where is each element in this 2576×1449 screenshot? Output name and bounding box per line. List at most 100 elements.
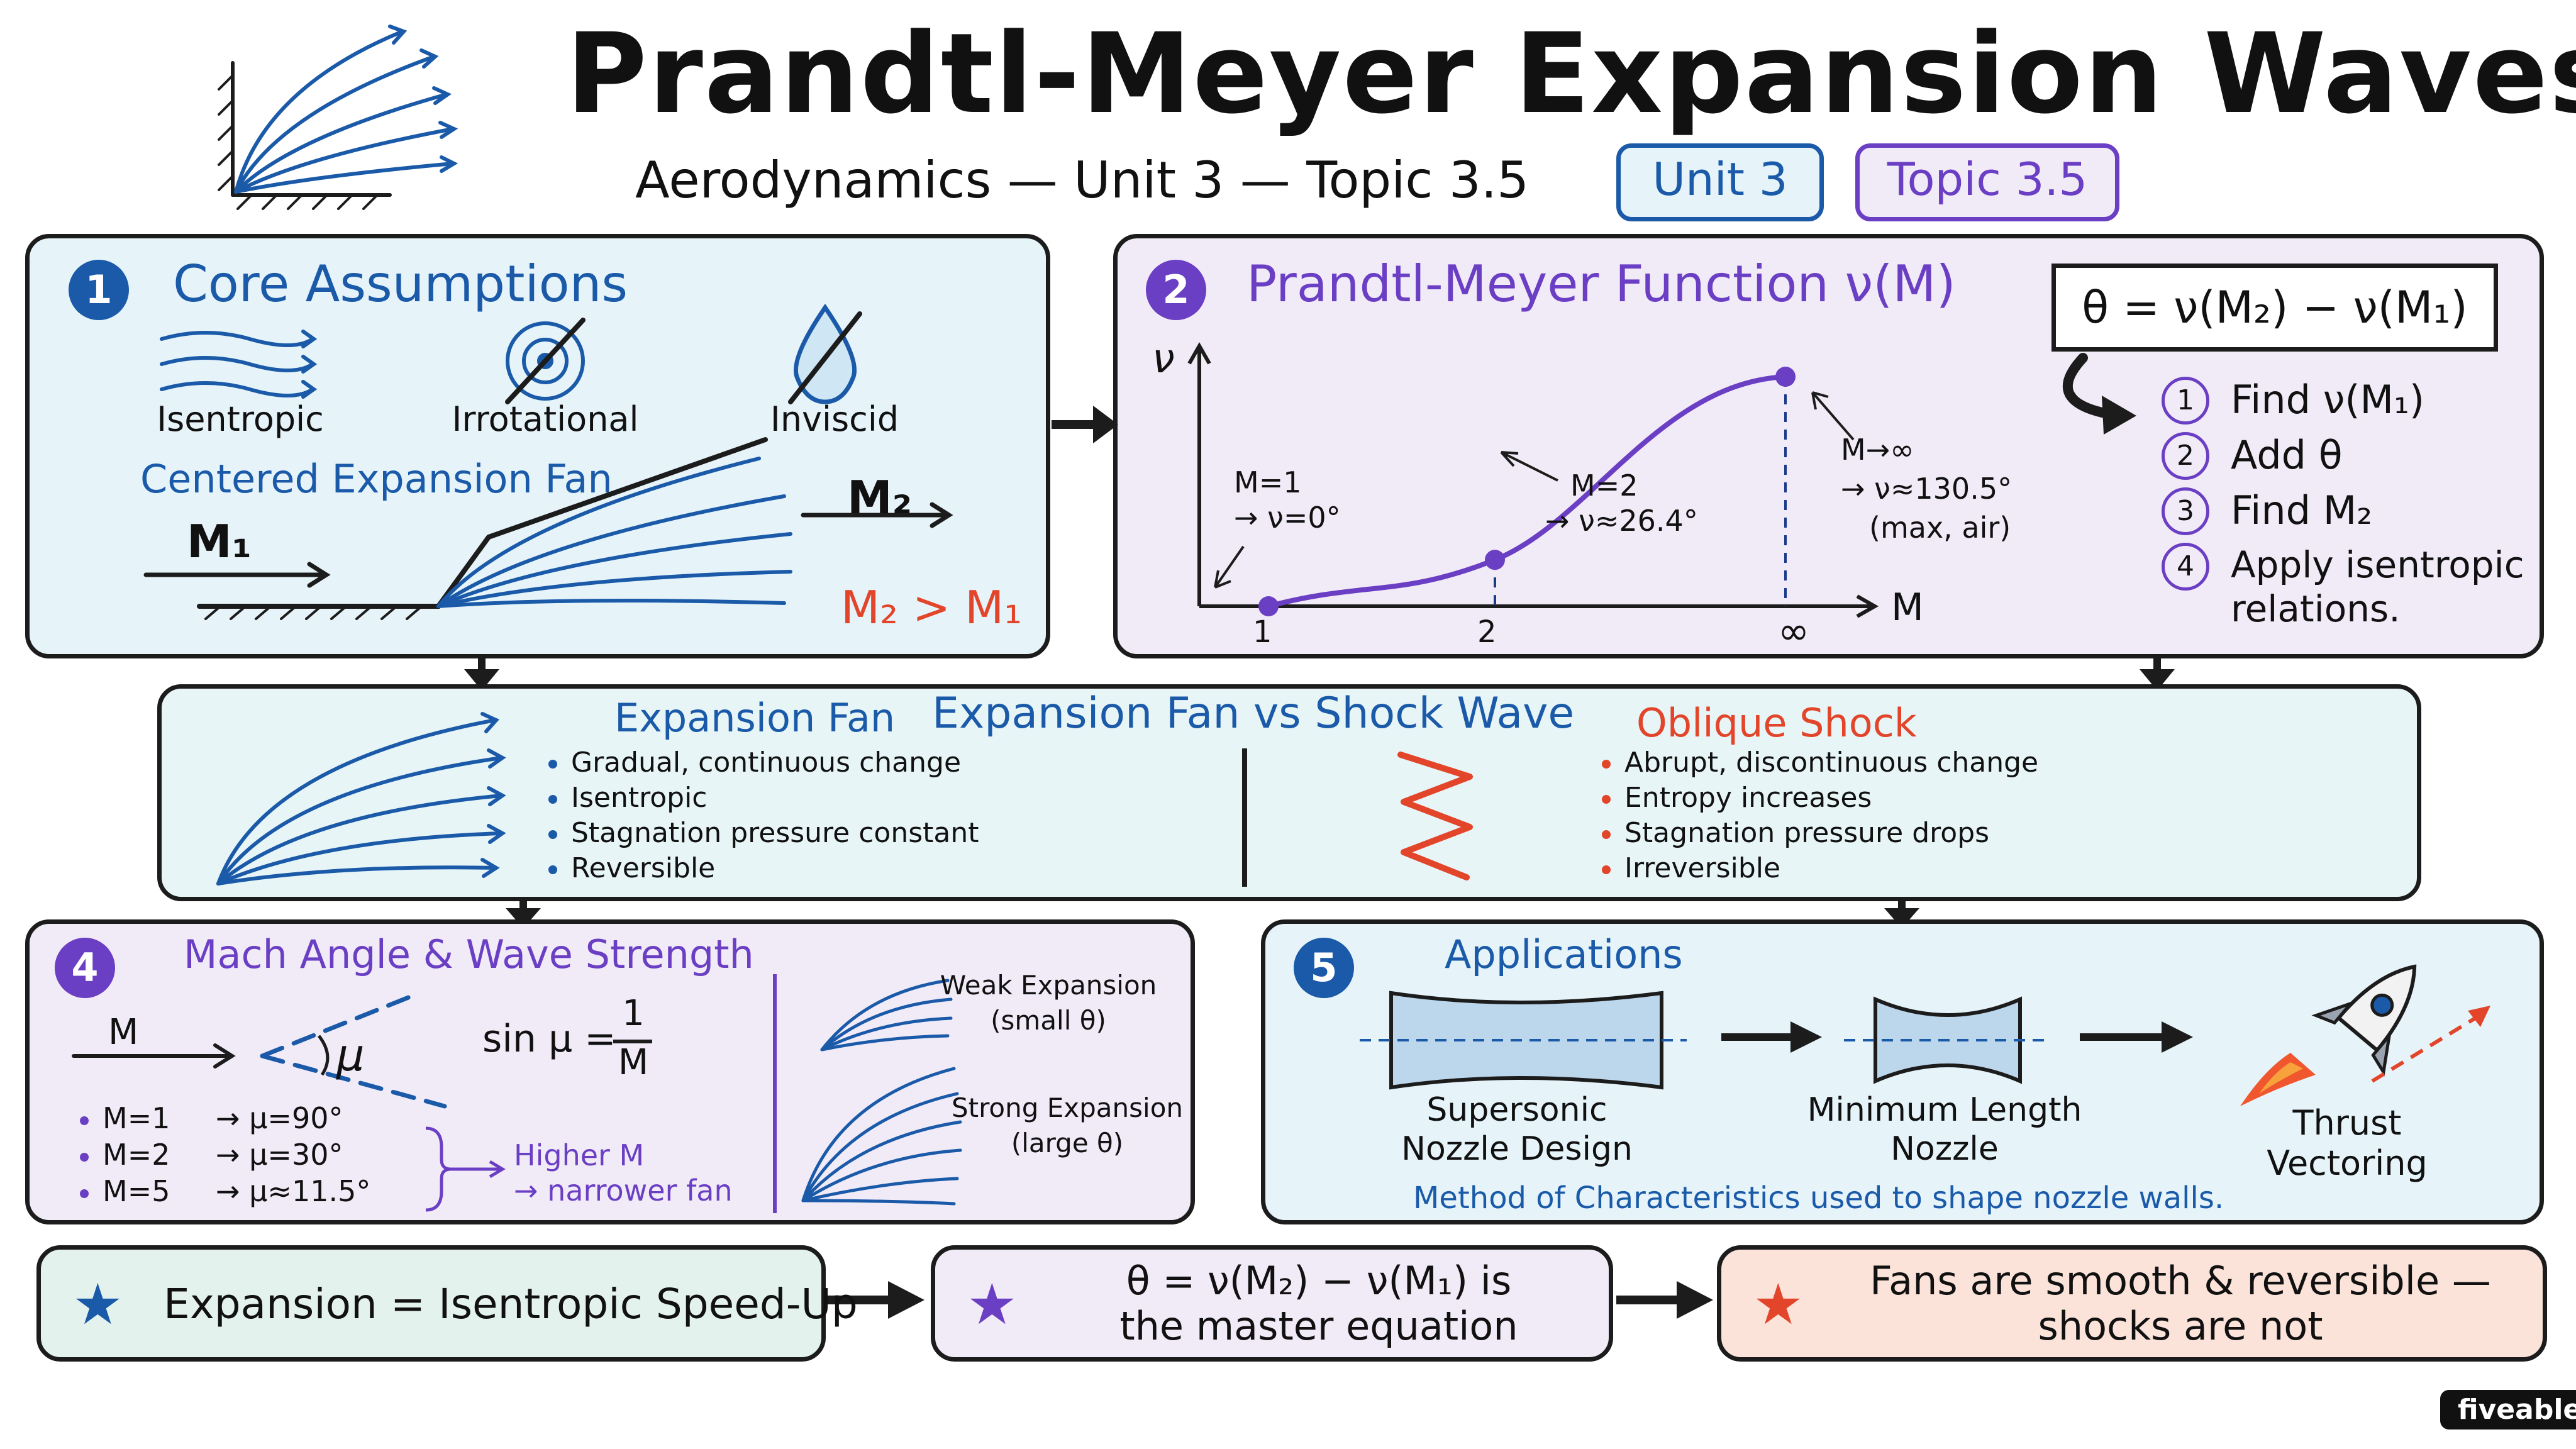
formula-numerator: 1	[622, 993, 645, 1034]
annotation-minf: M→∞→ ν≈130.5°(max, air)	[1841, 433, 2012, 545]
page-subtitle: Aerodynamics — Unit 3 — Topic 3.5	[635, 151, 1530, 209]
arrow-icon	[1721, 1021, 1822, 1053]
fan-item: Reversible	[548, 851, 979, 886]
annotation-m1: M=1→ ν=0°	[1234, 465, 1341, 535]
star-icon: ★	[967, 1272, 1018, 1338]
fan-properties-list: Gradual, continuous change Isentropic St…	[548, 745, 979, 886]
annotation-arrow	[1500, 451, 1558, 482]
star-icon: ★	[72, 1272, 123, 1338]
shock-item: Stagnation pressure drops	[1602, 816, 2038, 851]
page-title: Prandtl-Meyer Expansion Waves	[566, 9, 2576, 138]
annotation-m2: M=2→ ν≈26.4°	[1545, 469, 1698, 538]
panel-heading: Mach Angle & Wave Strength	[184, 931, 754, 977]
assumption-isentropic: Isentropic	[157, 399, 324, 439]
m2-label: M₂	[847, 471, 913, 524]
rocket-icon	[2240, 964, 2490, 1106]
annotation-arrow	[1811, 391, 1855, 441]
chart-point-3	[1775, 367, 1796, 387]
summary-text: Fans are smooth & reversible —shocks are…	[1870, 1258, 2491, 1349]
core-assumptions-panel: 1 Core Assumptions Isentropic Irrotation…	[25, 234, 1050, 658]
prandtl-meyer-chart	[1187, 341, 1879, 618]
chart-x-tick-2: 2	[1477, 614, 1497, 650]
shock-item: Abrupt, discontinuous change	[1602, 745, 2038, 780]
summary-text: Expansion = Isentropic Speed-Up	[164, 1280, 858, 1328]
shock-item: Entropy increases	[1602, 780, 2038, 816]
fan-vs-shock-panel: Expansion Fan vs Shock Wave Expansion Fa…	[157, 684, 2421, 901]
star-icon: ★	[1753, 1272, 1804, 1338]
assumption-inviscid: Inviscid	[770, 399, 899, 439]
assumption-irrotational: Irrotational	[452, 399, 639, 439]
unit-badge: Unit 3	[1616, 143, 1824, 221]
panel-heading: Prandtl-Meyer Function ν(M)	[1246, 255, 1956, 313]
expansion-logo-icon	[218, 25, 458, 210]
curved-arrow-icon	[2062, 353, 2136, 435]
fan-item: Isentropic	[548, 780, 979, 816]
inviscid-drop-icon	[788, 303, 862, 404]
shock-item: Irreversible	[1602, 851, 2038, 886]
formula-fraction-bar	[613, 1040, 652, 1043]
shock-title: Oblique Shock	[1636, 700, 1917, 746]
weak-expansion-icon	[820, 979, 953, 1052]
m2-gt-m1-label: M₂ > M₁	[841, 581, 1023, 634]
higher-m-note: Higher M→ narrower fan	[514, 1138, 733, 1208]
fan-title: Expansion Fan	[614, 695, 896, 741]
step-number: 4	[2162, 543, 2209, 591]
chart-xlabel: M	[1891, 586, 1924, 630]
column-divider	[773, 974, 777, 1213]
step-text: Find M₂	[2231, 487, 2373, 533]
mu-label: μ	[336, 1030, 365, 1081]
shock-zigzag-icon	[1397, 752, 1473, 880]
bracket-arrow-icon	[425, 1126, 506, 1212]
shock-properties-list: Abrupt, discontinuous change Entropy inc…	[1602, 745, 2038, 886]
step-number-badge: 5	[1294, 938, 1354, 998]
chart-x-tick-inf: ∞	[1778, 609, 1809, 653]
fan-label: Centered Expansion Fan	[140, 456, 613, 502]
mach-case-item: M=1→ μ=90°	[80, 1100, 370, 1136]
strong-expansion-icon	[801, 1067, 962, 1206]
step-number-badge: 1	[69, 260, 129, 320]
minimum-length-nozzle-icon	[1844, 996, 2051, 1084]
mach-case-item: M=2→ μ=30°	[80, 1136, 370, 1173]
method-of-characteristics-note: Method of Characteristics used to shape …	[1413, 1180, 2224, 1216]
step-number-badge: 4	[55, 938, 115, 998]
prandtl-meyer-function-panel: 2 Prandtl-Meyer Function ν(M) ν M 1 2 ∞ …	[1113, 234, 2544, 658]
chart-x-tick-1: 1	[1253, 614, 1272, 650]
chart-ylabel: ν	[1152, 336, 1175, 382]
mach-angle-panel: 4 Mach Angle & Wave Strength M μ sin μ =…	[25, 919, 1195, 1224]
panel-heading: Applications	[1445, 931, 1683, 977]
chart-curve	[1266, 374, 1788, 609]
mach-m-label: M	[108, 1012, 139, 1053]
step-number: 2	[2162, 432, 2209, 480]
m1-label: M₁	[187, 515, 252, 568]
weak-expansion-label: Weak Expansion(small θ)	[940, 970, 1157, 1036]
column-divider	[1242, 748, 1247, 887]
chart-point-2	[1485, 550, 1505, 570]
summary-card-fans-vs-shocks: ★ Fans are smooth & reversible —shocks a…	[1717, 1245, 2547, 1362]
centered-expansion-fan-diagram	[143, 437, 953, 620]
step-text: Apply isentropic relations.	[2231, 543, 2524, 630]
annotation-arrow	[1214, 545, 1245, 589]
summary-card-expansion: ★ Expansion = Isentropic Speed-Up	[36, 1245, 858, 1362]
mach-cases-list: M=1→ μ=90° M=2→ μ=30° M=5→ μ≈11.5°	[80, 1100, 370, 1209]
panel-heading: Expansion Fan vs Shock Wave	[932, 689, 1575, 738]
fan-item: Stagnation pressure constant	[548, 816, 979, 851]
formula-left: sin μ =	[482, 1017, 616, 1061]
step-number-badge: 2	[1146, 260, 1206, 320]
expansion-fan-icon	[216, 712, 506, 886]
mach-angle-diagram	[72, 991, 447, 1109]
step-text: Add θ	[2231, 432, 2343, 478]
panel-heading: Core Assumptions	[173, 255, 628, 313]
mach-case-item: M=5→ μ≈11.5°	[80, 1173, 370, 1209]
step-text: Find ν(M₁)	[2231, 377, 2425, 423]
brand-logo: fiveable	[2440, 1390, 2576, 1430]
chart-y-axis-arrow	[1187, 341, 1211, 365]
strong-expansion-label: Strong Expansion(large θ)	[951, 1092, 1184, 1158]
fan-item: Gradual, continuous change	[548, 745, 979, 780]
